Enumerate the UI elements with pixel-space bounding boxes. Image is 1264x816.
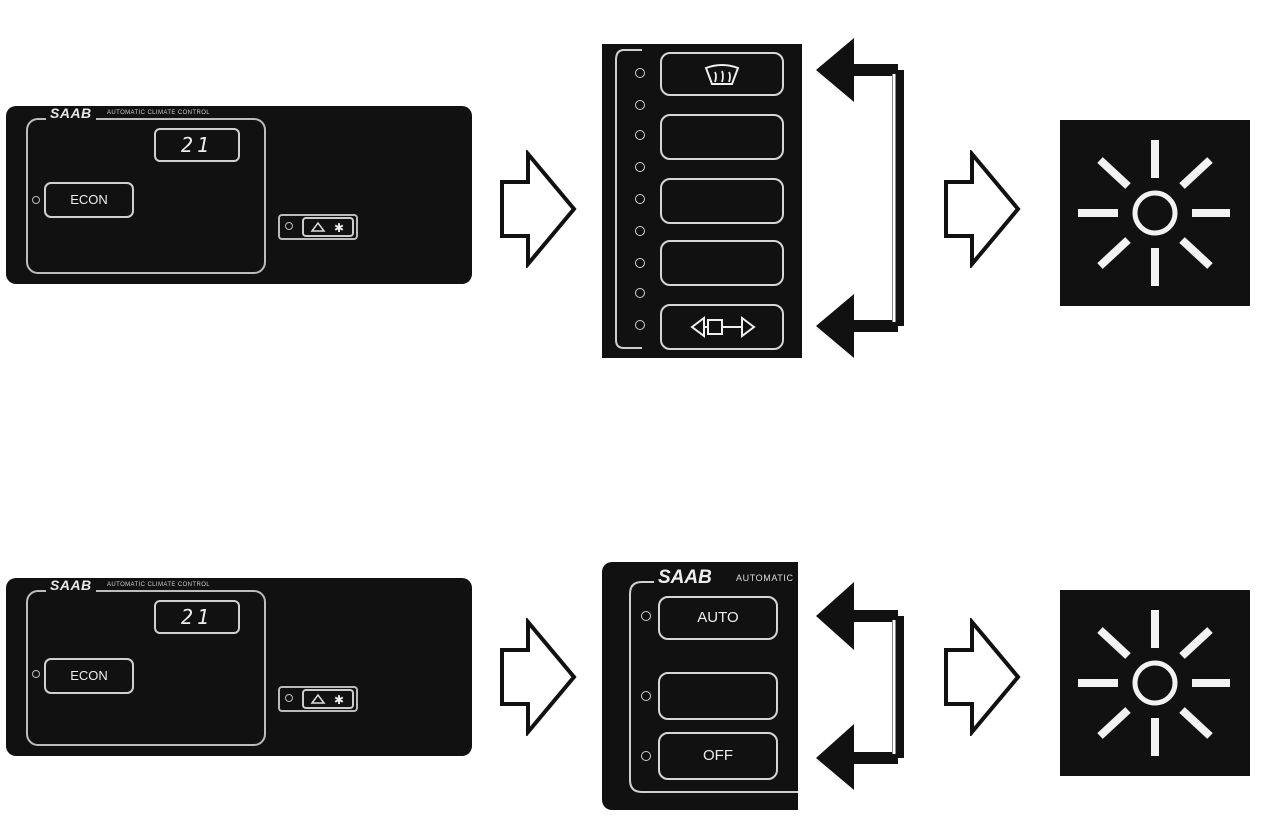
defrost-button[interactable] bbox=[660, 52, 784, 96]
windshield-defrost-icon bbox=[704, 64, 740, 85]
indicator-led bbox=[635, 288, 645, 298]
bidirectional-bracket-arrow bbox=[816, 582, 904, 790]
panel-frame bbox=[615, 49, 642, 349]
mode-button-2[interactable] bbox=[660, 114, 784, 160]
indicator-led bbox=[635, 194, 645, 204]
ac-button[interactable]: ✱ bbox=[302, 689, 354, 709]
fan-speed-button[interactable] bbox=[658, 672, 778, 720]
svg-text:✱: ✱ bbox=[334, 693, 344, 707]
temperature-display: 21 bbox=[154, 600, 240, 634]
panel-frame bbox=[629, 581, 798, 793]
brand-subtitle: AUTOMATIC CLIMATE CONTROL bbox=[104, 109, 214, 117]
temperature-display: 21 bbox=[154, 128, 240, 162]
air-mode-panel bbox=[602, 44, 802, 358]
econ-button[interactable]: ECON bbox=[44, 658, 134, 694]
ac-switch[interactable]: ✱ bbox=[278, 686, 358, 712]
right-arrow-icon bbox=[500, 618, 577, 736]
mode-button-3[interactable] bbox=[660, 178, 784, 224]
econ-indicator-led bbox=[32, 670, 40, 678]
brand-logo: SAAB bbox=[658, 567, 712, 588]
ac-snowflake-icon: ✱ bbox=[310, 221, 344, 235]
indicator-led bbox=[635, 320, 645, 330]
indicator-led bbox=[641, 751, 651, 761]
econ-button[interactable]: ECON bbox=[44, 182, 134, 218]
brand-subtitle: AUTOMATIC CLIMATE CONTROL bbox=[104, 581, 214, 589]
indicator-led bbox=[635, 100, 645, 110]
ac-snowflake-icon: ✱ bbox=[310, 693, 344, 707]
indicator-led bbox=[635, 68, 645, 78]
right-arrow-icon bbox=[944, 618, 1021, 736]
indicator-led bbox=[641, 691, 651, 701]
fan-control-panel: SAAB AUTOMATIC AUTO OFF bbox=[602, 562, 798, 810]
brand-logo: SAAB bbox=[46, 578, 96, 592]
mode-button-4[interactable] bbox=[660, 240, 784, 286]
brand-logo: SAAB bbox=[46, 106, 96, 120]
right-arrow-icon bbox=[944, 150, 1021, 268]
climate-frame bbox=[26, 118, 266, 274]
light-on-icon bbox=[1078, 610, 1230, 756]
ac-indicator-led bbox=[285, 222, 293, 230]
light-indicator-box bbox=[1060, 590, 1250, 776]
indicator-led bbox=[635, 226, 645, 236]
ac-indicator-led bbox=[285, 694, 293, 702]
light-on-icon bbox=[1078, 140, 1230, 286]
brand-subtitle: AUTOMATIC bbox=[736, 573, 794, 583]
ac-button[interactable]: ✱ bbox=[302, 217, 354, 237]
climate-frame bbox=[26, 590, 266, 746]
light-indicator-box bbox=[1060, 120, 1250, 306]
indicator-led bbox=[635, 130, 645, 140]
econ-indicator-led bbox=[32, 196, 40, 204]
auto-button[interactable]: AUTO bbox=[658, 596, 778, 640]
right-arrow-icon bbox=[500, 150, 577, 268]
bidirectional-bracket-arrow bbox=[816, 38, 904, 358]
indicator-led bbox=[635, 162, 645, 172]
climate-panel-top: SAAB AUTOMATIC CLIMATE CONTROL 21 ECON ✱ bbox=[6, 106, 472, 284]
off-button[interactable]: OFF bbox=[658, 732, 778, 780]
svg-text:✱: ✱ bbox=[334, 221, 344, 235]
air-distribution-button[interactable] bbox=[660, 304, 784, 350]
ac-switch[interactable]: ✱ bbox=[278, 214, 358, 240]
air-distribution-icon bbox=[690, 316, 756, 338]
climate-panel-bottom: SAAB AUTOMATIC CLIMATE CONTROL 21 ECON ✱ bbox=[6, 578, 472, 756]
indicator-led bbox=[641, 611, 651, 621]
indicator-led bbox=[635, 258, 645, 268]
